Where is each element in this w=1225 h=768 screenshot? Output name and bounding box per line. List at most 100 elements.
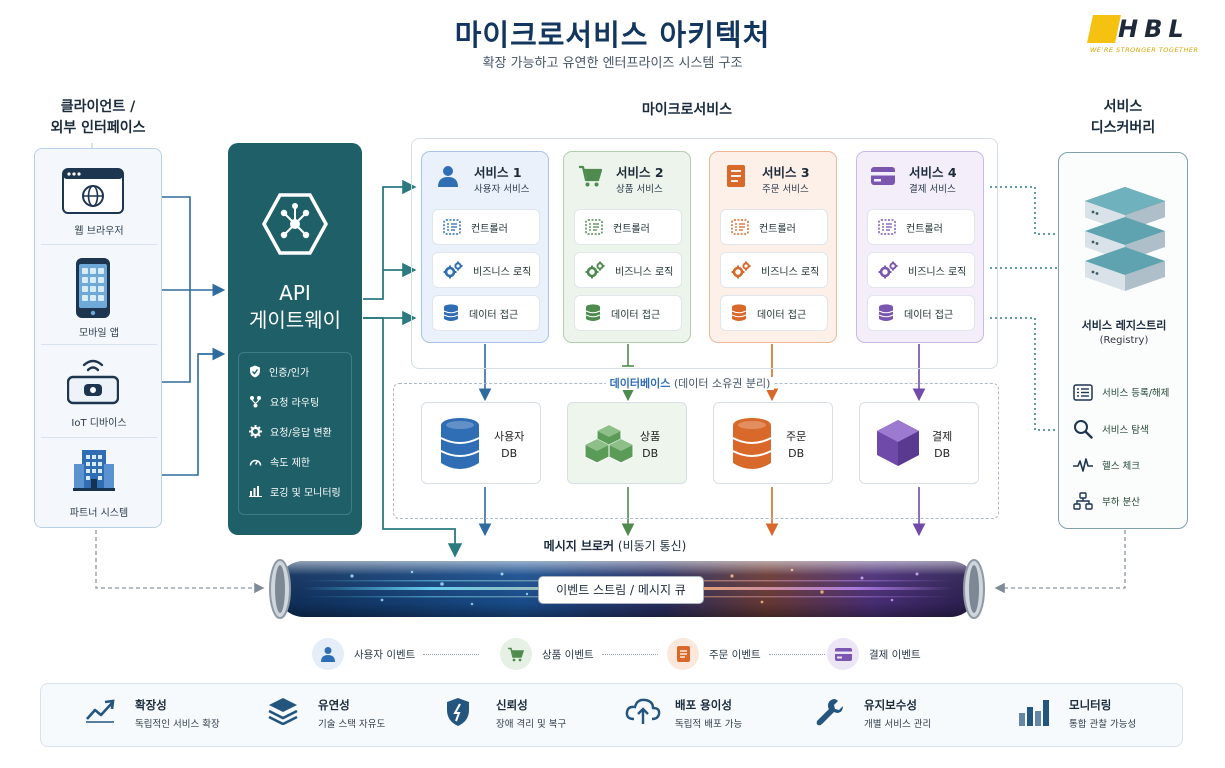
event-label: 사용자 이벤트	[354, 648, 416, 661]
layer-label: 비즈니스 로직	[761, 266, 820, 278]
event-type-4: 결제 이벤트	[827, 638, 921, 670]
layer-label: 데이터 접근	[904, 309, 954, 321]
list-icon	[1073, 383, 1093, 401]
registry-item-health-check: 헬스 체크	[1073, 455, 1140, 475]
trend-up-icon	[86, 699, 115, 723]
database-cubes-icon	[584, 424, 634, 464]
benefit-desc: 독립적인 서비스 확장	[135, 719, 220, 730]
gear-icon	[585, 261, 605, 279]
card-icon	[834, 647, 852, 661]
logo-text: HBL	[1118, 15, 1190, 43]
gateway-feature-auth: 인증/인가	[249, 361, 309, 381]
controller-icon	[585, 219, 603, 235]
clients-section-title: 클라이언트 / 외부 인터페이스	[50, 99, 146, 136]
service-layer-2: 데이터 접근	[574, 295, 682, 331]
service-name: 상품 서비스	[616, 184, 663, 195]
gear-icon	[731, 261, 751, 279]
gateway-hub-icon	[262, 193, 328, 255]
service-number: 서비스 4	[909, 165, 957, 180]
benefit-title: 유연성	[318, 698, 350, 712]
wrench-icon	[816, 699, 843, 726]
database-icon	[732, 418, 772, 469]
layers-icon	[268, 698, 298, 725]
layer-label: 컨트롤러	[759, 223, 796, 235]
event-stream-label: 이벤트 스트림 / 메시지 큐	[538, 576, 704, 604]
cloud-upload-icon	[625, 698, 661, 724]
database-icon	[731, 304, 747, 321]
gear-icon	[878, 261, 898, 279]
logo-tagline: WE'RE STRONGER TOGETHER	[1090, 46, 1199, 54]
api-gateway[interactable]: API 게이트웨이 인증/인가 요청 라우팅 요청/응답 변환 속도 제한 로깅…	[228, 143, 362, 535]
layer-label: 컨트롤러	[613, 223, 650, 235]
database-cube-icon	[877, 420, 919, 466]
card-icon	[871, 167, 895, 185]
service-layer-1: 비즈니스 로직	[432, 252, 540, 288]
database-icon	[443, 304, 459, 321]
service-layer-2: 데이터 접근	[720, 295, 828, 331]
benefit-desc: 통합 관찰 가능성	[1069, 719, 1137, 730]
registry-title: 서비스 레지스트리	[1081, 319, 1167, 332]
gateway-feature-rate-limit: 속도 제한	[249, 451, 310, 471]
benefit-title: 모니터링	[1069, 698, 1112, 712]
gateway-feature-logging: 로깅 및 모니터링	[249, 481, 341, 501]
controller-icon	[443, 219, 461, 235]
mobile-icon	[76, 258, 110, 318]
layer-label: 데이터 접근	[611, 309, 661, 321]
service-name: 결제 서비스	[909, 184, 956, 195]
layer-label: 데이터 접근	[757, 309, 807, 321]
event-type-1: 사용자 이벤트	[312, 638, 480, 670]
gateway-features: 인증/인가 요청 라우팅 요청/응답 변환 속도 제한 로깅 및 모니터링	[238, 352, 352, 515]
service-layer-1: 비즈니스 로직	[574, 252, 682, 288]
benefit-desc: 개별 서비스 관리	[864, 719, 932, 730]
gateway-title: API 게이트웨이	[249, 281, 341, 332]
cart-icon	[508, 647, 524, 661]
service-name: 사용자 서비스	[474, 184, 530, 195]
service-name: 주문 서비스	[762, 184, 809, 195]
benefit-title: 신뢰성	[496, 698, 528, 712]
service-registry-panel[interactable]: 서비스 레지스트리 (Registry) 서비스 등록/해제 서비스 탐색 헬스…	[1058, 152, 1188, 529]
service-layer-2: 데이터 접근	[432, 295, 540, 331]
service-layer-0: 컨트롤러	[574, 209, 682, 245]
globe-icon	[62, 168, 124, 214]
client-web-browser[interactable]: 웹 브라우저	[35, 149, 163, 244]
service-layer-1: 비즈니스 로직	[867, 252, 975, 288]
event-label: 주문 이벤트	[709, 648, 761, 661]
iot-icon	[67, 359, 119, 405]
database-icon	[440, 418, 480, 469]
shield-icon	[250, 365, 260, 377]
shield-icon	[447, 698, 469, 726]
database-section-title: 데이터베이스 (데이터 소유권 분리)	[470, 375, 910, 391]
layer-label: 데이터 접근	[469, 309, 519, 321]
user-icon	[321, 647, 335, 662]
registry-item-register: 서비스 등록/해제	[1073, 382, 1169, 402]
gauge-icon	[249, 459, 262, 466]
gear-icon	[443, 261, 463, 279]
layer-label: 컨트롤러	[906, 223, 943, 235]
server-icon	[1085, 187, 1165, 291]
layer-label: 비즈니스 로직	[473, 266, 532, 278]
gateway-feature-transform: 요청/응답 변환	[249, 421, 332, 441]
service-number: 서비스 2	[616, 165, 664, 180]
building-icon	[73, 450, 115, 491]
layer-label: 컨트롤러	[471, 223, 508, 235]
service-layer-0: 컨트롤러	[867, 209, 975, 245]
client-mobile-app[interactable]: 모바일 앱	[35, 245, 163, 343]
registry-item-load-balance: 부하 분산	[1073, 491, 1140, 511]
client-partner-system[interactable]: 파트너 시스템	[35, 438, 163, 528]
client-iot-device[interactable]: IoT 디바이스	[35, 345, 163, 437]
